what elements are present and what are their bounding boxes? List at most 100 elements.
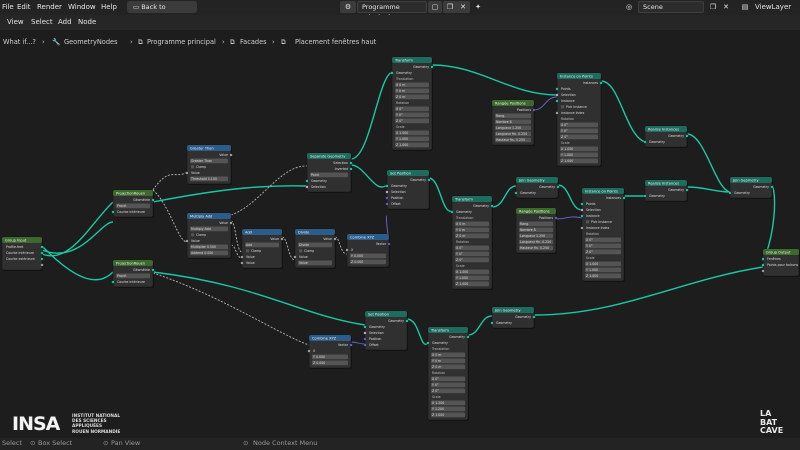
output-socket[interactable] — [427, 178, 431, 182]
node-field[interactable] — [431, 388, 465, 394]
node-field[interactable] — [585, 249, 621, 255]
output-socket[interactable] — [685, 188, 689, 192]
node-field[interactable] — [116, 203, 150, 209]
checkbox[interactable] — [561, 105, 565, 109]
node-field[interactable] — [495, 119, 531, 125]
node-link-value[interactable] — [334, 236, 348, 255]
node-field[interactable] — [560, 146, 598, 152]
input-socket[interactable] — [111, 280, 115, 284]
node-header[interactable] — [113, 260, 153, 266]
output-socket[interactable] — [40, 263, 44, 267]
output-socket[interactable] — [430, 65, 434, 69]
node-field[interactable] — [298, 242, 332, 248]
scene-name-field[interactable]: Scene — [638, 1, 704, 13]
node-link-geo[interactable] — [686, 133, 731, 193]
output-socket[interactable] — [151, 268, 155, 272]
node-field[interactable] — [431, 376, 465, 382]
node-header[interactable] — [295, 229, 335, 235]
checkbox[interactable] — [299, 249, 303, 253]
node-field[interactable] — [585, 237, 621, 243]
node-link-geo[interactable] — [557, 184, 583, 211]
delete-scene-icon[interactable]: ✕ — [723, 3, 729, 11]
node-field[interactable] — [350, 259, 386, 265]
back-to-previous-button[interactable]: ▭ Back to Previous — [127, 1, 197, 23]
node-field[interactable] — [395, 88, 429, 94]
fake-user-icon[interactable]: ▢ — [428, 1, 442, 13]
breadcrumb-group[interactable]: Facades — [240, 38, 267, 46]
input-socket[interactable] — [385, 196, 389, 200]
output-socket[interactable] — [387, 242, 391, 246]
node-field[interactable] — [431, 400, 465, 406]
node-field[interactable] — [455, 233, 489, 239]
node-field[interactable] — [519, 221, 553, 227]
input-socket[interactable] — [490, 321, 494, 325]
input-socket[interactable] — [761, 269, 765, 273]
output-socket[interactable] — [229, 221, 233, 225]
output-socket[interactable] — [229, 153, 233, 157]
node-header[interactable] — [187, 145, 231, 151]
breadcrumb-object[interactable]: What if...? — [3, 38, 36, 46]
output-socket[interactable] — [333, 237, 337, 241]
output-socket[interactable] — [490, 204, 494, 208]
input-socket[interactable] — [363, 331, 367, 335]
input-socket[interactable] — [555, 111, 559, 115]
node-header[interactable] — [645, 180, 687, 186]
output-socket[interactable] — [622, 196, 626, 200]
node-field[interactable] — [455, 269, 489, 275]
node-header[interactable] — [492, 100, 534, 106]
node-field[interactable] — [585, 273, 621, 279]
node-field[interactable] — [350, 253, 386, 259]
input-socket[interactable] — [363, 343, 367, 347]
node-link-geo[interactable] — [41, 245, 114, 281]
menu-file[interactable]: File — [2, 3, 14, 11]
node-link-geo[interactable] — [41, 221, 114, 254]
input-socket[interactable] — [555, 99, 559, 103]
node-link-geo[interactable] — [152, 271, 366, 326]
node-field[interactable] — [495, 137, 531, 143]
output-socket[interactable] — [349, 343, 353, 347]
input-socket[interactable] — [385, 190, 389, 194]
output-socket[interactable] — [349, 161, 353, 165]
menu-window[interactable]: Window — [68, 3, 96, 11]
output-socket[interactable] — [599, 81, 603, 85]
close-icon[interactable]: ✕ — [456, 1, 470, 13]
breadcrumb-current[interactable]: Placement fenêtres haut — [295, 38, 377, 46]
node-header[interactable] — [2, 237, 42, 243]
input-socket[interactable] — [728, 191, 732, 195]
node-header[interactable] — [309, 335, 351, 341]
node-link-geo[interactable] — [350, 164, 388, 188]
input-socket[interactable] — [240, 255, 244, 259]
input-socket[interactable] — [426, 341, 430, 345]
node-link-value[interactable] — [281, 236, 296, 261]
input-socket[interactable] — [643, 140, 647, 144]
view-layer-field[interactable]: ViewLayer — [755, 3, 792, 11]
node-field[interactable] — [431, 364, 465, 370]
node-field[interactable] — [395, 118, 429, 124]
node-header[interactable] — [645, 126, 687, 132]
separate-geometry-node[interactable]: Separate GeometrySelectionInvertedPointG… — [305, 152, 353, 193]
output-socket[interactable] — [280, 237, 284, 241]
node-header[interactable] — [582, 188, 624, 194]
node-link-value[interactable] — [230, 165, 308, 216]
node-link-vector[interactable] — [533, 96, 558, 111]
node-field[interactable] — [431, 406, 465, 412]
node-field[interactable] — [560, 158, 598, 164]
input-socket[interactable] — [385, 184, 389, 188]
node-field[interactable] — [519, 239, 553, 245]
node-field[interactable] — [519, 227, 553, 233]
new-scene-icon[interactable]: ❐ — [709, 3, 717, 11]
node-field[interactable] — [116, 273, 150, 279]
node-link-geo[interactable] — [600, 80, 646, 143]
input-socket[interactable] — [363, 337, 367, 341]
output-socket[interactable] — [349, 167, 353, 171]
node-field[interactable] — [395, 94, 429, 100]
node-link-geo[interactable] — [686, 186, 731, 193]
